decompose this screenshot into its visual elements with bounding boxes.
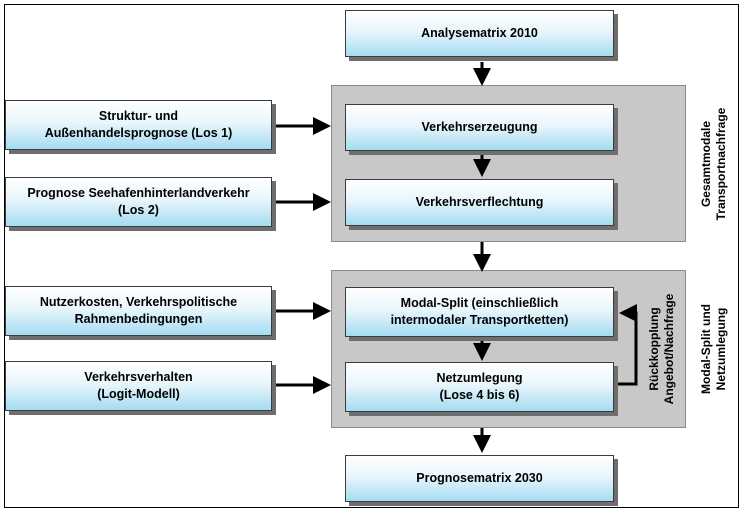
label-gesamtmodale-transportnachfrage: Gesamtmodale Transportnachfrage (699, 107, 728, 221)
box-netzumlegung: Netzumlegung (Lose 4 bis 6) (345, 362, 614, 412)
box-analysematrix: Analysematrix 2010 (345, 10, 614, 57)
box-seehafen-prognose: Prognose Seehafenhinterlandverkehr (Los … (5, 177, 272, 227)
diagram-frame (4, 4, 739, 508)
box-nutzerkosten: Nutzerkosten, Verkehrspolitische Rahmenb… (5, 286, 272, 336)
box-verkehrsverflechtung: Verkehrsverflechtung (345, 179, 614, 226)
label-rueckkopplung: Rückkopplung Angebot/Nachfrage (647, 293, 676, 405)
box-verkehrsverhalten: Verkehrsverhalten (Logit-Modell) (5, 361, 272, 411)
box-struktur-prognose: Struktur- und Außenhandelsprognose (Los … (5, 100, 272, 150)
box-modal-split: Modal-Split (einschließlich intermodaler… (345, 287, 614, 337)
label-modalsplit-netzumlegung: Modal-Split und Netzumlegung (699, 304, 728, 394)
feedback-loop-arrow (616, 304, 638, 386)
box-verkehrserzeugung: Verkehrserzeugung (345, 104, 614, 151)
box-prognosematrix: Prognosematrix 2030 (345, 455, 614, 502)
